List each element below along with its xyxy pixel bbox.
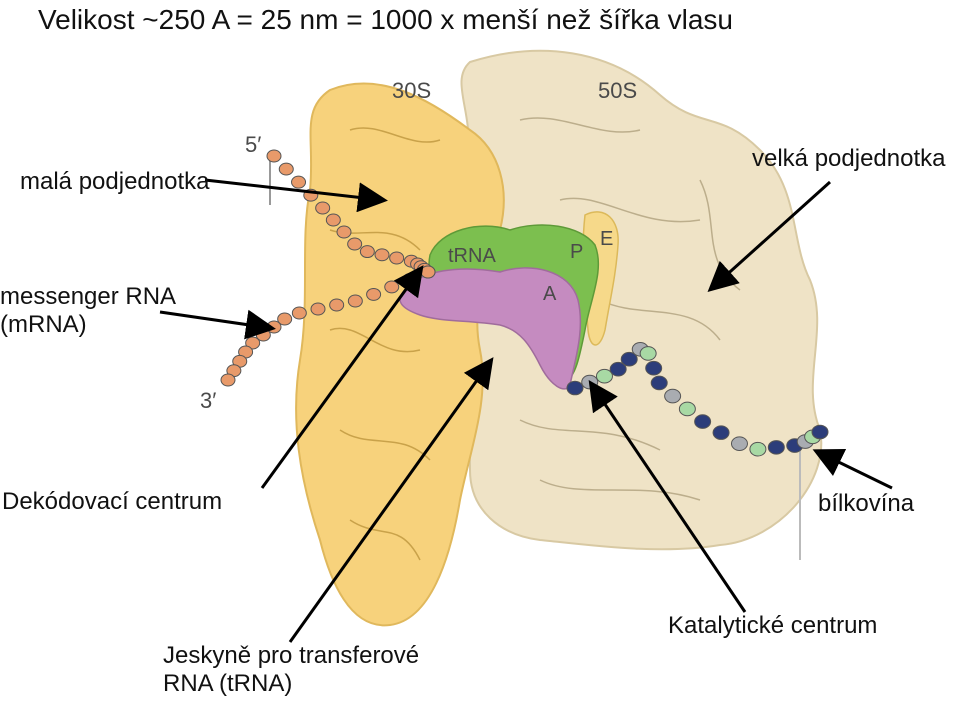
protein-bead [678,401,696,417]
arrow-catalytic [588,380,747,613]
arrow-small-subunit [204,178,388,213]
label-large-subunit: velká podjednotka [752,145,946,172]
label-mrna-line1: messenger RNA [0,283,177,310]
label-mrna-line2: (mRNA) [0,310,87,338]
protein-bead [639,346,657,361]
mrna-bead [291,306,307,320]
label-protein: bílkovína [818,490,915,517]
mrna-bead [310,302,326,316]
protein-chain [566,341,829,457]
protein-bead [581,374,599,390]
protein-bead [664,388,682,404]
mrna-bead [220,373,236,387]
mrna-bead [359,245,375,259]
label-a-site: A [543,283,557,305]
protein-bead [566,380,584,396]
mrna-bead [277,312,293,326]
mrna-bead [291,175,307,189]
label-p-site: P [570,241,583,263]
protein-bead [749,441,767,457]
protein-bead [694,414,712,429]
protein-bead [609,361,627,377]
label-catalytic-center: Katalytické centrum [668,612,878,639]
label-50s: 50S [598,78,637,103]
mrna-bead [389,251,405,265]
mrna-bead [278,162,294,176]
mrna-strand [220,149,436,387]
mrna-bead [366,287,382,301]
mrna-bead [266,149,282,163]
mrna-bead [347,294,363,308]
protein-bead [811,424,829,440]
arrow-mrna [159,309,276,340]
mrna-bead [374,248,390,262]
protein-bead [767,440,785,455]
protein-bead [650,375,668,391]
mrna-bead [420,265,436,279]
mrna-bead [384,280,400,294]
arrow-large-subunit [707,180,832,293]
label-5-prime: 5′ [245,132,261,157]
label-small-subunit: malá podjednotka [20,168,210,195]
page-title: Velikost ~250 A = 25 nm = 1000 x menší n… [38,4,733,35]
arrow-trna-cave [288,357,494,643]
protein-bead [730,436,748,451]
mrna-bead [347,237,363,251]
mrna-bead [336,225,352,239]
label-mrna: messenger RNA (mRNA) [0,283,176,338]
label-e-site: E [600,228,613,250]
small-subunit-shape [295,82,505,627]
protein-bead [620,351,638,367]
label-trna-cave: Jeskyně pro transferové RNA (tRNA) [163,642,419,697]
mrna-bead [325,213,341,227]
protein-bead [712,425,730,440]
mrna-bead [329,298,345,312]
label-3-prime: 3′ [200,388,216,413]
mrna-bead [315,201,331,215]
label-trna-cave-line2: RNA (tRNA) [163,669,293,697]
protein-bead [645,360,663,376]
arrow-decoding [260,265,424,489]
label-trna-site: tRNA [448,245,496,267]
label-30s: 30S [392,78,431,103]
label-trna-cave-line1: Jeskyně pro transferové [163,642,420,669]
arrow-protein [812,449,893,490]
label-decoding-center: Dekódovací centrum [2,488,223,515]
